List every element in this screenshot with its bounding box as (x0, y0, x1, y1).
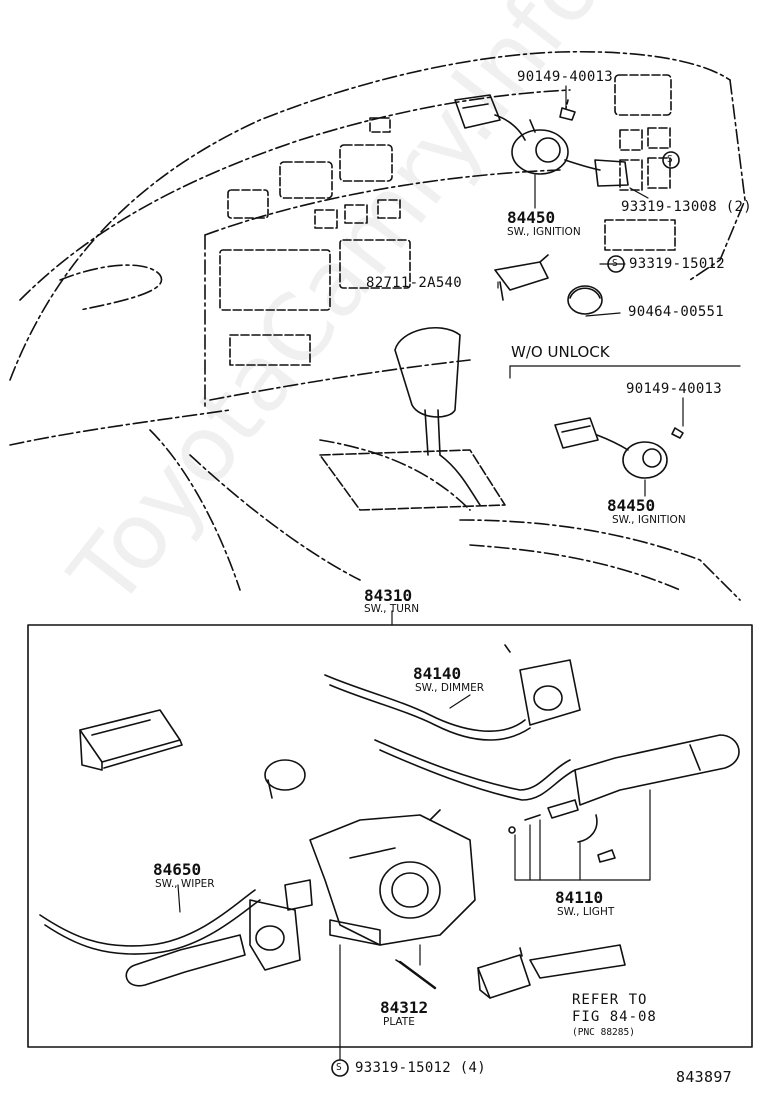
wo-unlock-section (509, 365, 741, 497)
leader-lines-top (497, 85, 649, 317)
part-number-90149-top: 90149-40013 (517, 69, 614, 85)
band-clamp (264, 759, 306, 799)
turn-switch-body (309, 809, 476, 946)
part-desc-84450-unlock: SW., IGNITION (612, 514, 686, 526)
part-number-93319-13008: 93319-13008 (2) (621, 199, 752, 215)
reference-line-3: (PNC 88285) (572, 1027, 635, 1038)
connector-block (79, 709, 183, 771)
reference-line-2: FIG 84-08 (572, 1009, 657, 1025)
instrument-panel-outline (9, 50, 746, 601)
part-number-84140: 84140 (413, 664, 462, 683)
clamp-90464 (567, 285, 603, 315)
part-desc-84140: SW., DIMMER (415, 682, 485, 694)
figure-number: 843897 (676, 1068, 732, 1086)
part-number-84110: 84110 (555, 888, 604, 907)
part-desc-84310: SW., TURN (364, 603, 420, 615)
gauge-windows (219, 74, 676, 366)
screw-symbol-letter-3: S (336, 1062, 342, 1073)
shift-lever (319, 327, 506, 511)
part-number-93319-bottom: 93319-15012 (4) (355, 1060, 486, 1076)
part-number-84450-unlock: 84450 (607, 496, 656, 515)
part-desc-84650: SW., WIPER (155, 878, 215, 890)
part-number-93319-15012: 93319-15012 (629, 256, 726, 272)
reference-part (477, 944, 626, 999)
screw-symbol-letter-1: S (667, 154, 673, 165)
dimmer-switch (324, 644, 581, 741)
section-label-wo-unlock: W/O UNLOCK (511, 343, 610, 361)
screw-symbol-1 (662, 151, 680, 169)
part-number-84310: 84310 (364, 586, 413, 605)
part-number-84450-top: 84450 (507, 208, 556, 227)
reference-line-1: REFER TO (572, 992, 648, 1008)
wiper-switch-lever (39, 879, 313, 987)
part-number-90464: 90464-00551 (628, 304, 725, 320)
turn-switch-box (27, 624, 753, 1048)
ignition-switch-top (454, 94, 629, 187)
bracket-82711 (494, 254, 549, 301)
light-switch-lever (374, 734, 740, 881)
part-desc-84110: SW., LIGHT (557, 906, 615, 918)
part-number-90149-unlock: 90149-40013 (626, 381, 723, 397)
screw-symbol-letter-2: S (612, 258, 618, 269)
part-number-82711: 82711-2A540 (366, 275, 463, 291)
part-number-84312: 84312 (380, 998, 429, 1017)
part-desc-84450-top: SW., IGNITION (507, 226, 581, 238)
screw-symbol-2 (607, 255, 625, 273)
part-number-84650: 84650 (153, 860, 202, 879)
part-desc-84312: PLATE (383, 1016, 415, 1028)
plate-pin (395, 944, 437, 990)
